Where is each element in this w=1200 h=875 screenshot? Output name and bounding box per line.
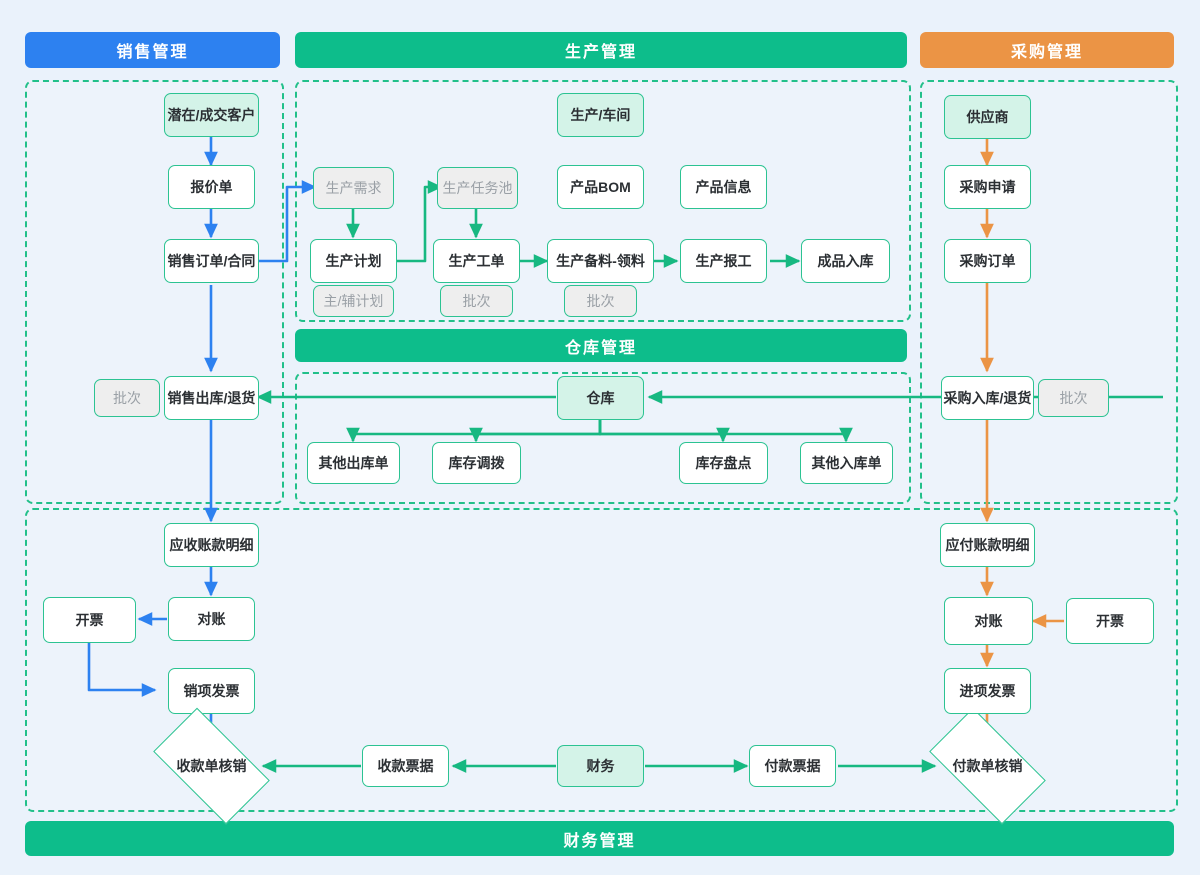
node-finished-goods-inbound[interactable]: 成品入库 xyxy=(801,239,890,283)
section-header-production-label: 生产管理 xyxy=(564,44,637,61)
node-invoicing-ar-label: 开票 xyxy=(75,611,104,628)
node-task-pool[interactable]: 生产任务池 xyxy=(437,167,518,209)
node-input-invoice[interactable]: 进项发票 xyxy=(944,668,1031,714)
node-sales-order-label: 销售订单/合同 xyxy=(167,252,256,269)
node-output-invoice[interactable]: 销项发票 xyxy=(168,668,255,714)
section-header-production: 生产管理 xyxy=(295,32,907,68)
node-purchase-inbound[interactable]: 采购入库/退货 xyxy=(941,376,1034,420)
node-finished-goods-inbound-label: 成品入库 xyxy=(817,252,874,269)
node-other-inbound[interactable]: 其他入库单 xyxy=(800,442,893,484)
node-work-order-sub-batch-label: 批次 xyxy=(462,292,491,309)
node-supplier[interactable]: 供应商 xyxy=(944,95,1031,139)
node-work-order-label: 生产工单 xyxy=(448,252,505,269)
node-product-bom-label: 产品BOM xyxy=(570,178,631,195)
node-finance-hub[interactable]: 财务 xyxy=(557,745,644,787)
node-purchase-requisition[interactable]: 采购申请 xyxy=(944,165,1031,209)
node-receipt-writeoff[interactable]: 收款单核销 xyxy=(153,707,270,825)
node-reconcile-ar[interactable]: 对账 xyxy=(168,597,255,641)
section-header-sales-label: 销售管理 xyxy=(116,44,189,61)
node-receipt-voucher[interactable]: 收款票据 xyxy=(362,745,449,787)
node-plan-sub-batch-label: 主/辅计划 xyxy=(323,292,384,309)
node-sales-order[interactable]: 销售订单/合同 xyxy=(164,239,259,283)
node-supplier-label: 供应商 xyxy=(966,108,1009,125)
section-header-purchase-label: 采购管理 xyxy=(1010,44,1083,61)
node-product-info-label: 产品信息 xyxy=(695,178,752,195)
node-production-demand-label: 生产需求 xyxy=(325,179,382,196)
node-sales-batch[interactable]: 批次 xyxy=(94,379,160,417)
section-header-warehouse-label: 仓库管理 xyxy=(564,339,637,357)
node-purchase-batch[interactable]: 批次 xyxy=(1038,379,1109,417)
section-header-finance: 财务管理 xyxy=(25,821,1174,856)
node-material-sub-batch[interactable]: 批次 xyxy=(564,285,637,317)
node-work-order-sub-batch[interactable]: 批次 xyxy=(440,285,513,317)
node-workshop[interactable]: 生产/车间 xyxy=(557,93,644,137)
node-stock-transfer-label: 库存调拨 xyxy=(448,454,505,471)
node-quotation[interactable]: 报价单 xyxy=(168,165,255,209)
node-material-picking-label: 生产备料-领料 xyxy=(556,252,645,269)
node-plan-sub-batch[interactable]: 主/辅计划 xyxy=(313,285,394,317)
section-header-finance-label: 财务管理 xyxy=(563,832,636,850)
node-material-picking[interactable]: 生产备料-领料 xyxy=(547,239,654,283)
node-stocktake[interactable]: 库存盘点 xyxy=(679,442,768,484)
node-other-inbound-label: 其他入库单 xyxy=(811,454,882,471)
node-output-invoice-label: 销项发票 xyxy=(183,682,240,699)
node-production-demand[interactable]: 生产需求 xyxy=(313,167,394,209)
node-receipt-writeoff-label: 收款单核销 xyxy=(176,758,247,774)
node-payment-voucher-label: 付款票据 xyxy=(764,757,821,774)
node-production-plan[interactable]: 生产计划 xyxy=(310,239,397,283)
node-invoicing-ap[interactable]: 开票 xyxy=(1066,598,1154,644)
node-workshop-label: 生产/车间 xyxy=(570,106,631,123)
node-payable-detail-label: 应付账款明细 xyxy=(945,536,1030,553)
node-purchase-order[interactable]: 采购订单 xyxy=(944,239,1031,283)
section-header-sales: 销售管理 xyxy=(25,32,280,68)
section-header-warehouse: 仓库管理 xyxy=(295,329,907,362)
node-invoicing-ar[interactable]: 开票 xyxy=(43,597,136,643)
node-quotation-label: 报价单 xyxy=(190,178,233,195)
node-product-info[interactable]: 产品信息 xyxy=(680,165,767,209)
node-sales-batch-label: 批次 xyxy=(113,389,141,406)
node-other-outbound[interactable]: 其他出库单 xyxy=(307,442,400,484)
node-receivable-detail-label: 应收账款明细 xyxy=(169,536,254,553)
node-payment-voucher[interactable]: 付款票据 xyxy=(749,745,836,787)
node-sales-outbound[interactable]: 销售出库/退货 xyxy=(164,376,259,420)
node-invoicing-ap-label: 开票 xyxy=(1096,612,1124,629)
node-product-bom[interactable]: 产品BOM xyxy=(557,165,644,209)
node-production-plan-label: 生产计划 xyxy=(325,252,382,269)
node-work-order[interactable]: 生产工单 xyxy=(433,239,520,283)
node-task-pool-label: 生产任务池 xyxy=(442,179,513,196)
node-reconcile-ap-label: 对账 xyxy=(974,612,1003,629)
node-payment-writeoff-label: 付款单核销 xyxy=(952,758,1023,774)
node-customer[interactable]: 潜在/成交客户 xyxy=(164,93,259,137)
section-header-purchase: 采购管理 xyxy=(920,32,1174,68)
node-purchase-order-label: 采购订单 xyxy=(959,252,1016,269)
node-warehouse-hub[interactable]: 仓库 xyxy=(557,376,644,420)
zone-purchase xyxy=(920,80,1178,504)
node-warehouse-hub-label: 仓库 xyxy=(586,389,615,406)
node-reconcile-ap[interactable]: 对账 xyxy=(944,597,1033,645)
node-customer-label: 潜在/成交客户 xyxy=(167,106,256,123)
node-sales-outbound-label: 销售出库/退货 xyxy=(167,389,256,406)
node-receipt-voucher-label: 收款票据 xyxy=(377,757,434,774)
node-other-outbound-label: 其他出库单 xyxy=(318,454,389,471)
node-reconcile-ar-label: 对账 xyxy=(197,610,226,627)
zone-sales xyxy=(25,80,284,504)
node-report-work[interactable]: 生产报工 xyxy=(680,239,767,283)
node-report-work-label: 生产报工 xyxy=(695,252,752,269)
node-purchase-inbound-label: 采购入库/退货 xyxy=(943,389,1032,406)
node-purchase-batch-label: 批次 xyxy=(1059,389,1088,406)
node-finance-hub-label: 财务 xyxy=(586,757,615,774)
node-payment-writeoff[interactable]: 付款单核销 xyxy=(929,707,1046,825)
node-stocktake-label: 库存盘点 xyxy=(695,454,752,471)
node-payable-detail[interactable]: 应付账款明细 xyxy=(940,523,1035,567)
node-purchase-requisition-label: 采购申请 xyxy=(959,178,1016,195)
node-material-sub-batch-label: 批次 xyxy=(586,292,615,309)
node-stock-transfer[interactable]: 库存调拨 xyxy=(432,442,521,484)
node-receivable-detail[interactable]: 应收账款明细 xyxy=(164,523,259,567)
node-input-invoice-label: 进项发票 xyxy=(959,682,1016,699)
